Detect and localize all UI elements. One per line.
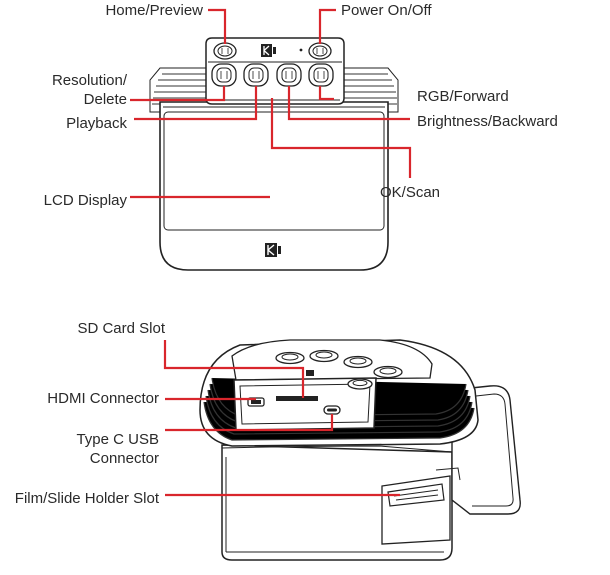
label-usb-line2: Connector [90,450,159,467]
label-usb-line1: Type C USB [76,431,159,448]
callout-labels: Home/Preview Power On/Off Resolution/ De… [15,2,558,507]
leader-lines [130,8,412,497]
usb-c-port-icon [323,405,341,415]
brightness-backward-button[interactable] [276,63,302,87]
kodak-logo-bottom-icon [265,243,281,257]
top-buttons-perspective [275,349,403,390]
resolution-delete-button[interactable] [211,63,237,87]
scanner-top-view [149,37,399,271]
label-rgb-forward: RGB/Forward [417,88,509,105]
label-resolution-line2: Delete [84,91,127,108]
label-lcd-display: LCD Display [44,192,128,209]
kodak-logo-top-icon [261,44,276,57]
playback-button[interactable] [243,63,269,87]
label-hdmi-connector: HDMI Connector [47,390,159,407]
label-sd-card-slot: SD Card Slot [77,320,165,337]
label-home-preview: Home/Preview [105,2,203,19]
home-preview-button[interactable] [213,42,237,60]
power-button[interactable] [308,42,332,60]
label-resolution-line1: Resolution/ [52,72,128,89]
label-brightness-backward: Brightness/Backward [417,113,558,130]
scanner-perspective-view [199,339,521,561]
label-playback: Playback [66,115,127,132]
label-ok-scan: OK/Scan [380,184,440,201]
label-power: Power On/Off [341,2,432,19]
label-film-slide-slot: Film/Slide Holder Slot [15,490,160,507]
rgb-forward-button[interactable] [308,63,334,87]
